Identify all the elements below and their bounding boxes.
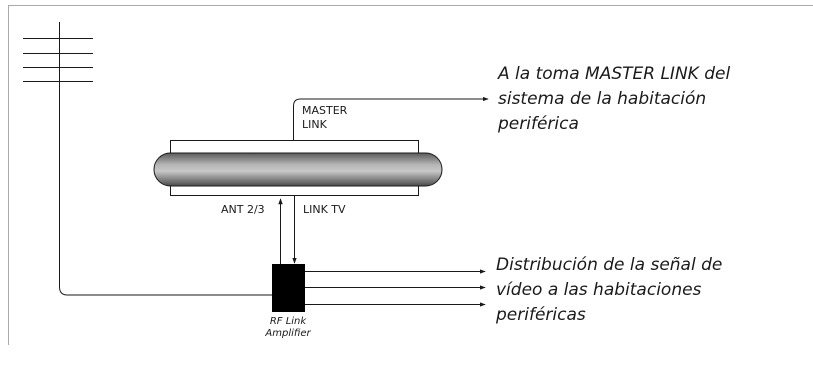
master-link-caption-line-1: A la toma MASTER LINK del <box>498 64 731 84</box>
master-link-label-line-2: LINK <box>302 118 327 131</box>
amplifier-label-line-2: Amplifier <box>265 328 311 339</box>
amplifier-label: RF Link Amplifier <box>248 316 328 340</box>
master-link-caption-line-2: sistema de la habitación <box>498 89 707 109</box>
amplifier-label-line-1: RF Link <box>269 316 307 327</box>
tv-set <box>153 140 443 196</box>
master-link-cable <box>293 96 489 140</box>
distribution-caption-line-1: Distribución de la señal de <box>496 255 723 275</box>
distribution-caption-line-3: periféricas <box>496 305 586 325</box>
rf-link-amplifier <box>272 264 305 312</box>
distribution-caption: Distribución de la señal de vídeo a las … <box>496 253 722 328</box>
distribution-caption-line-2: vídeo a las habitaciones <box>496 280 702 300</box>
antenna-icon <box>23 38 93 82</box>
master-link-caption: A la toma MASTER LINK del sistema de la … <box>498 62 730 137</box>
master-link-caption-line-3: periférica <box>498 114 579 134</box>
ant-label: ANT 2/3 <box>221 203 265 216</box>
antenna-cable <box>59 22 272 296</box>
distribution-outputs <box>305 269 486 307</box>
link-tv-label: LINK TV <box>303 203 346 216</box>
master-link-label: MASTER LINK <box>302 104 347 132</box>
master-link-label-line-1: MASTER <box>302 104 348 117</box>
